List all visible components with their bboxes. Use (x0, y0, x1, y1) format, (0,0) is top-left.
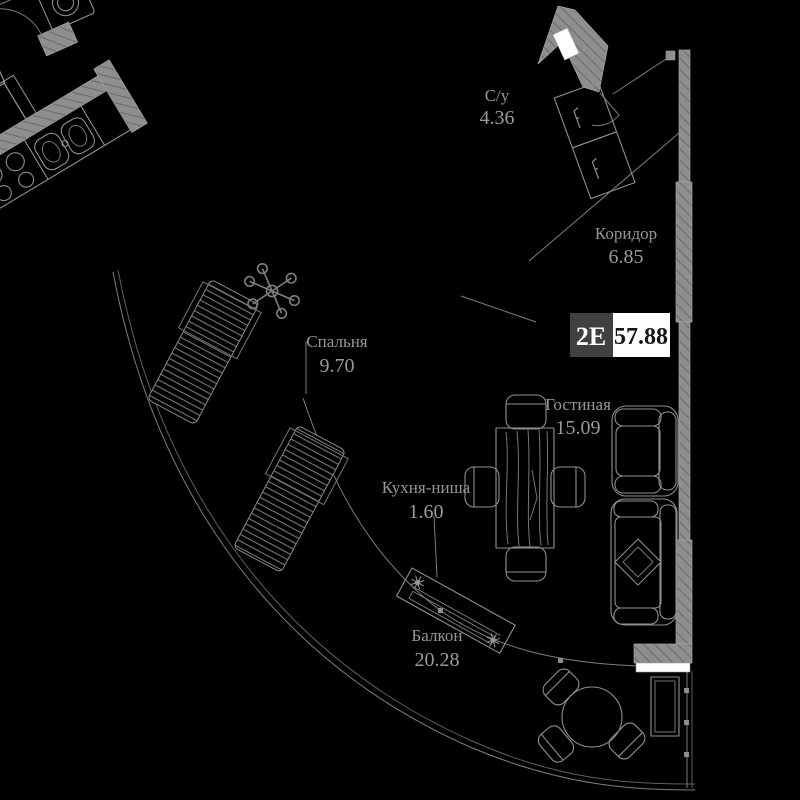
badge-area-box (613, 313, 670, 357)
label-bedroom: Спальня (306, 332, 367, 351)
south-assembly (0, 59, 148, 239)
badge-type-box (570, 313, 613, 357)
wardrobe (0, 74, 37, 197)
area-kitchen: 1.60 (409, 501, 444, 523)
lounger-1 (148, 280, 262, 424)
dining-set (464, 394, 586, 582)
balcony-console (395, 567, 516, 654)
kitchen-leader (433, 515, 438, 578)
label-balcony: Балкон (412, 626, 463, 645)
bathroom-corner-wall (37, 21, 78, 57)
washing-machine (34, 0, 95, 31)
label-living: Гостиная (545, 395, 611, 414)
bed (0, 0, 5, 124)
unit-badge: 2Е 57.88 (570, 313, 670, 357)
entry-vestibule (537, 5, 620, 127)
label-bathroom: С/у (485, 86, 510, 105)
label-kitchen: Кухня-ниша (382, 478, 471, 497)
balcony-window (635, 662, 691, 673)
area-corridor: 6.85 (609, 246, 644, 268)
area-balcony: 20.28 (415, 649, 460, 671)
round-table-set (534, 665, 649, 766)
main-block (0, 0, 148, 239)
right-wall (633, 49, 693, 673)
area-bedroom: 9.70 (320, 355, 355, 377)
badge-type: 2Е (576, 322, 606, 351)
sofa (610, 498, 678, 626)
entry-door-swing (591, 92, 620, 127)
bedroom-door-swing (0, 0, 43, 37)
boundary-lines (305, 50, 680, 578)
label-corridor: Коридор (595, 224, 657, 243)
area-living: 15.09 (556, 417, 601, 439)
armchair (611, 405, 679, 497)
area-bathroom: 4.36 (480, 107, 515, 129)
lounger-2 (234, 426, 349, 572)
room-labels: С/у 4.36 Коридор 6.85 Спальня 9.70 Гости… (306, 86, 657, 671)
kitchen-counter (0, 89, 131, 239)
corridor-cabinets (553, 81, 636, 200)
balcony-cabinet (650, 676, 680, 737)
badge-area: 57.88 (614, 324, 668, 350)
